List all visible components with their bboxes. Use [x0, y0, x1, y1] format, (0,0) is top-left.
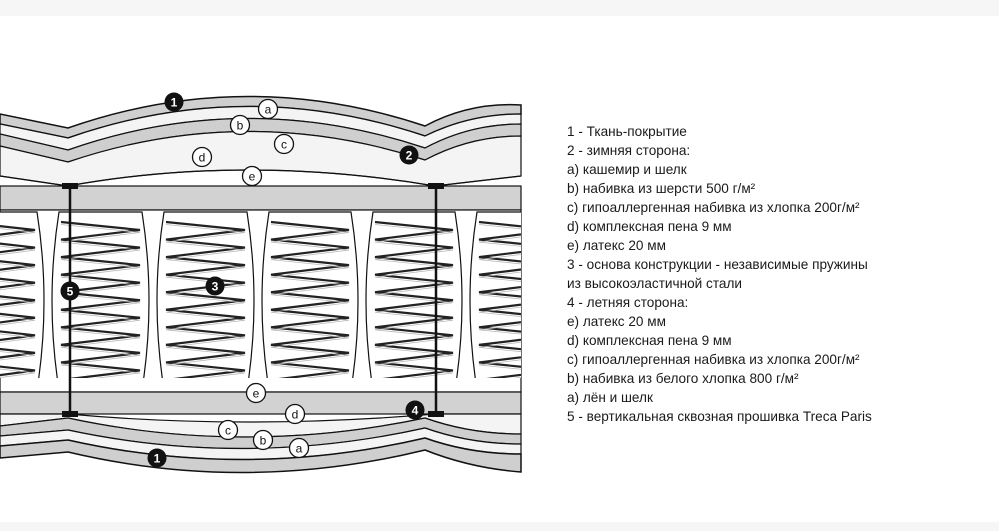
spring-coil: [165, 220, 246, 378]
marker-1-top: 1: [164, 92, 184, 112]
spring-coil-shade: [165, 224, 246, 378]
marker-e-top: e: [241, 165, 263, 187]
legend-line: c) гипоаллергенная набивка из хлопка 200…: [567, 200, 860, 215]
marker-a-top: a: [257, 98, 279, 120]
spring-coil: [374, 220, 454, 378]
legend-line: e) латекс 20 мм: [567, 238, 666, 253]
spring-coil-shade: [374, 224, 454, 378]
marker-2-winter-side: 2: [399, 145, 419, 165]
legend-line: b) набивка из белого хлопка 800 г/м²: [567, 371, 799, 386]
marker-b-bottom: b: [252, 429, 274, 451]
spring-core: [0, 209, 522, 393]
svg-text:c: c: [281, 138, 287, 152]
legend-line: 2 - зимняя сторона:: [567, 143, 691, 158]
legend-line: a) лён и шелк: [567, 390, 653, 405]
marker-4-summer-side: 4: [405, 400, 425, 420]
bottom-cover-layer: [0, 437, 522, 474]
marker-d-top: d: [191, 146, 213, 168]
marker-b-top: b: [229, 114, 251, 136]
svg-text:b: b: [237, 119, 244, 133]
svg-text:5: 5: [67, 285, 74, 299]
marker-e-bottom: e: [245, 382, 267, 404]
spring-coil-shade: [60, 224, 141, 378]
legend: 1 - Ткань-покрытие 2 - зимняя сторона: a) …: [567, 122, 987, 426]
spring-coil-shade: [0, 228, 36, 378]
spring-coil: [0, 225, 36, 377]
svg-text:b: b: [260, 434, 267, 448]
spring-coil: [60, 220, 141, 378]
svg-text:3: 3: [212, 280, 219, 294]
svg-text:1: 1: [171, 96, 178, 110]
marker-1-bottom: 1: [147, 448, 167, 468]
spring-coil: [270, 220, 350, 378]
svg-text:1: 1: [154, 452, 161, 466]
legend-line: 1 - Ткань-покрытие: [567, 124, 687, 139]
legend-line: b) набивка из шерсти 500 г/м²: [567, 181, 756, 196]
marker-5-stitching: 5: [60, 281, 80, 301]
legend-line: d) комплексная пена 9 мм: [567, 333, 732, 348]
marker-c-top: c: [273, 133, 295, 155]
diagram-frame: 1 a b c d e 2 3: [0, 16, 999, 522]
legend-line: 5 - вертикальная сквозная прошивка Treca…: [567, 409, 872, 424]
svg-text:c: c: [225, 424, 231, 438]
legend-line: e) латекс 20 мм: [567, 314, 666, 329]
svg-text:d: d: [199, 151, 206, 165]
marker-a-bottom: a: [288, 437, 310, 459]
mattress-cross-section: 1 a b c d e 2 3: [0, 92, 522, 474]
marker-d-bottom: d: [284, 403, 306, 425]
legend-line: d) комплексная пена 9 мм: [567, 219, 732, 234]
spring-coil-shade: [478, 224, 521, 378]
spring-coil-shade: [270, 224, 350, 378]
svg-text:a: a: [296, 442, 303, 456]
legend-line: a) кашемир и шелк: [567, 162, 687, 177]
svg-text:4: 4: [412, 404, 419, 418]
svg-text:e: e: [249, 170, 256, 184]
svg-text:e: e: [253, 387, 260, 401]
legend-line: c) гипоаллергенная набивка из хлопка 200…: [567, 352, 860, 367]
legend-line: из высокоэластичной стали: [567, 276, 742, 291]
top-latex-layer: [0, 185, 522, 211]
svg-text:2: 2: [406, 149, 413, 163]
svg-text:d: d: [292, 408, 299, 422]
legend-line: 3 - основа конструкции - независимые пру…: [567, 257, 868, 272]
svg-text:a: a: [265, 103, 272, 117]
marker-3-springs: 3: [205, 276, 225, 296]
bottom-layers: [0, 391, 522, 474]
marker-c-bottom: c: [217, 419, 239, 441]
legend-line: 4 - летняя сторона:: [567, 295, 689, 310]
spring-coil: [478, 220, 521, 378]
